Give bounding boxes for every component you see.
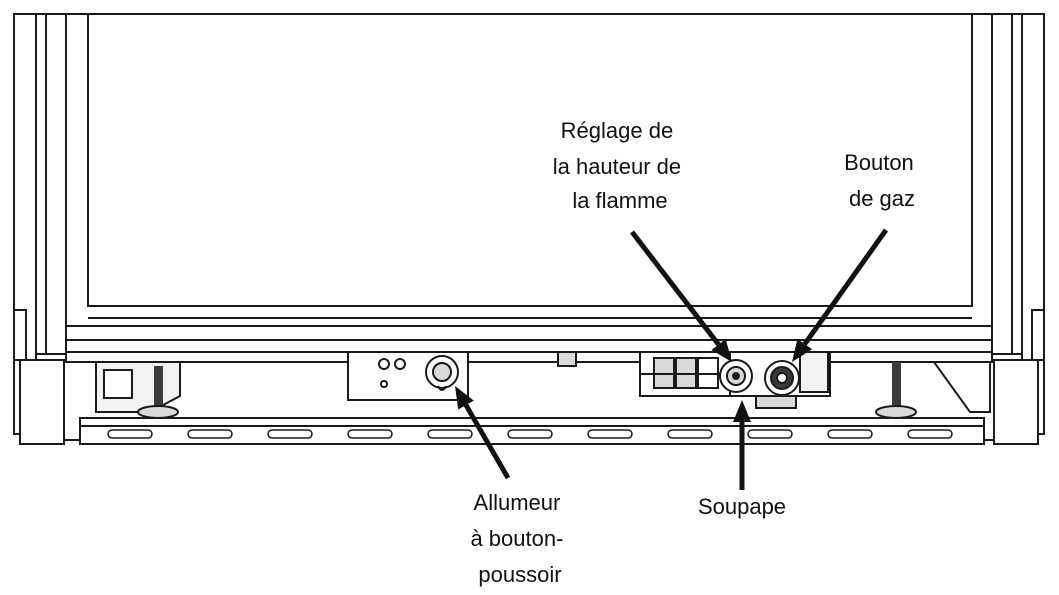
rail-slot: [107, 429, 153, 439]
rail-slot: [587, 429, 633, 439]
valve-arrow: [733, 400, 751, 490]
rail-slot: [667, 429, 713, 439]
flame-height-arrow: [630, 230, 732, 362]
push-button-igniter: [425, 355, 459, 391]
rail-slot: [907, 429, 953, 439]
igniter-label: Allumeur à bouton- poussoir: [470, 490, 569, 587]
igniter-arrow: [455, 386, 511, 480]
left-frame: [13, 13, 67, 445]
base-rail-slots: [107, 429, 953, 439]
rail-slot: [507, 429, 553, 439]
rail-slot: [827, 429, 873, 439]
center-fitting: [557, 351, 577, 367]
right-frame: [991, 13, 1045, 445]
glass-panel: [65, 13, 993, 353]
gas-knob-label: Bouton de gaz: [844, 150, 920, 211]
gas-control-knob: [764, 360, 800, 396]
rail-slot: [187, 429, 233, 439]
gas-knob-arrow: [792, 228, 889, 362]
right-bracket: [932, 361, 991, 413]
rail-slot: [347, 429, 393, 439]
rail-slot: [267, 429, 313, 439]
valve-label: Soupape: [698, 494, 786, 519]
rail-slot: [747, 429, 793, 439]
flame-height-knob: [719, 359, 753, 393]
leader-arrows: [455, 228, 889, 490]
flame-height-label: Réglage de la hauteur de la flamme: [553, 118, 688, 213]
right-stud: [875, 362, 917, 419]
rail-slot: [427, 429, 473, 439]
